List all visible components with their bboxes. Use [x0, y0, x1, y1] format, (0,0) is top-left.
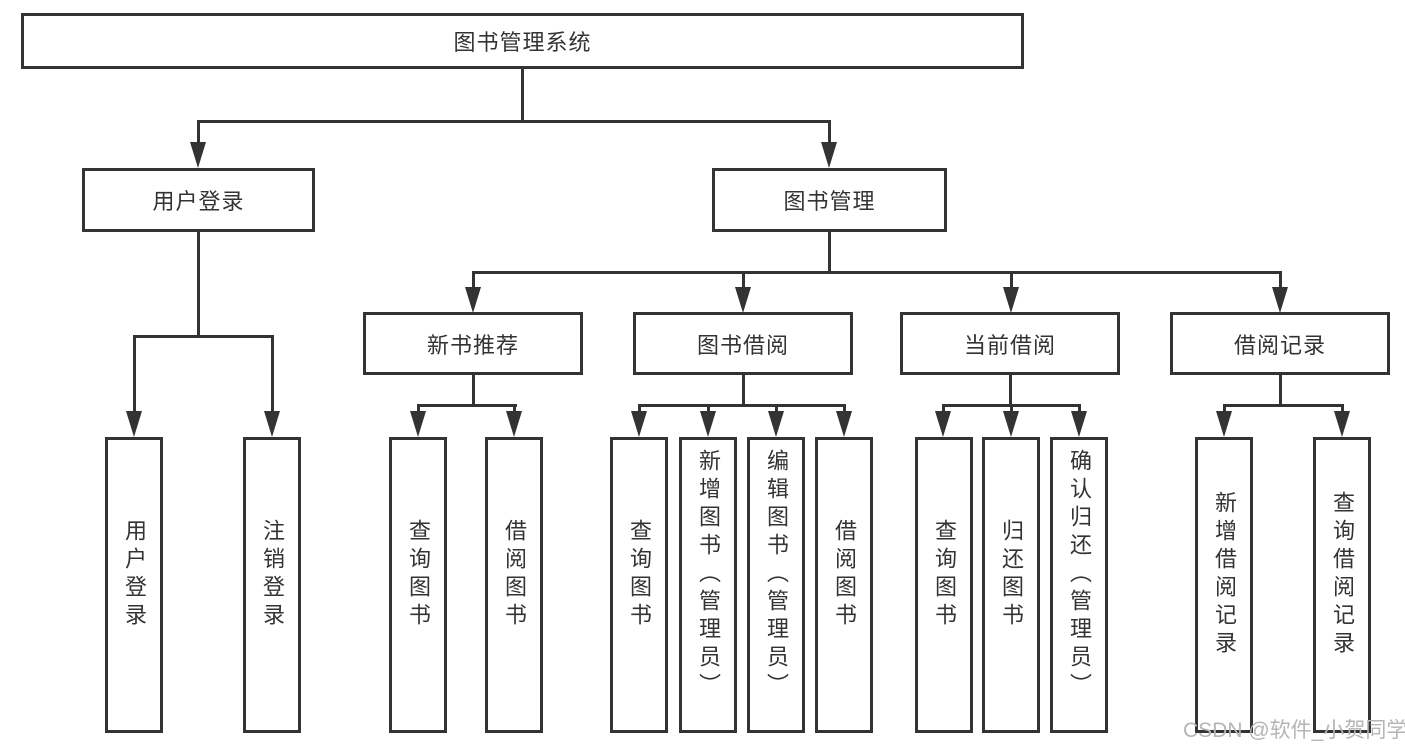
node-label: 注销登录	[260, 519, 285, 631]
node-label: 查询图书	[627, 519, 652, 631]
node-label: 借阅图书	[832, 519, 857, 631]
node-user-login-leaf: 用户登录	[105, 437, 163, 733]
arrow-down-icon	[1071, 411, 1087, 437]
node-current-query-books: 查询图书	[915, 437, 973, 733]
connector-user-login-split	[133, 335, 274, 338]
arrow-down-icon	[1334, 411, 1350, 437]
arrow-down-icon	[700, 411, 716, 437]
arrow-down-icon	[1003, 287, 1019, 313]
node-current-return-books: 归还图书	[982, 437, 1040, 733]
node-borrowing-add-books-admin: 新增图书（管理员）	[679, 437, 737, 733]
node-label: 用户登录	[122, 519, 147, 631]
node-logout-leaf: 注销登录	[243, 437, 301, 733]
node-recommend-query-books: 查询图书	[389, 437, 447, 733]
node-user-login-branch: 用户登录	[82, 168, 315, 232]
connector-to-logout-leaf	[271, 335, 274, 413]
node-records-query-borrow-record: 查询借阅记录	[1313, 437, 1371, 733]
node-label: 新增图书（管理员）	[696, 449, 721, 701]
arrow-down-icon	[465, 287, 481, 313]
connector-records-split	[1223, 404, 1344, 407]
arrow-down-icon	[768, 411, 784, 437]
connector-leaf-stem	[513, 404, 516, 414]
arrow-down-icon	[1216, 411, 1232, 437]
connector-leaf-stem	[638, 404, 641, 414]
connector-to-borrowing-records	[1279, 271, 1282, 291]
node-label: 归还图书	[999, 519, 1024, 631]
node-records-add-borrow-record: 新增借阅记录	[1195, 437, 1253, 733]
node-label: 借阅记录	[1233, 332, 1326, 358]
node-new-book-recommend: 新书推荐	[363, 312, 583, 375]
node-label: 确认归还（管理员）	[1067, 449, 1092, 701]
arrow-down-icon	[1272, 287, 1288, 313]
arrow-down-icon	[410, 411, 426, 437]
connector-leaf-stem	[417, 404, 420, 414]
arrow-down-icon	[190, 142, 206, 168]
connector-book-management-split	[472, 271, 1282, 274]
connector-current-stem	[1009, 375, 1012, 406]
node-current-confirm-return-admin: 确认归还（管理员）	[1050, 437, 1108, 733]
connector-records-stem	[1279, 375, 1282, 406]
node-book-borrowing: 图书借阅	[633, 312, 853, 375]
connector-recommend-split	[417, 404, 517, 407]
connector-to-user-login	[197, 120, 200, 144]
connector-user-login-stem	[197, 232, 200, 337]
connector-book-management-stem	[828, 232, 831, 273]
arrow-down-icon	[821, 142, 837, 168]
node-recommend-borrow-books: 借阅图书	[485, 437, 543, 733]
node-label: 查询图书	[932, 519, 957, 631]
arrow-down-icon	[264, 411, 280, 437]
node-label: 当前借阅	[963, 332, 1056, 358]
node-label: 新书推荐	[426, 332, 519, 358]
arrow-down-icon	[631, 411, 647, 437]
node-library-management-system: 图书管理系统	[21, 13, 1024, 69]
connector-leaf-stem	[942, 404, 945, 414]
connector-leaf-stem	[1341, 404, 1344, 414]
connector-to-book-borrowing	[742, 271, 745, 291]
node-label: 图书管理	[783, 189, 876, 214]
connector-to-new-book-recommend	[472, 271, 475, 291]
connector-root-stem	[521, 69, 524, 122]
arrow-down-icon	[836, 411, 852, 437]
connector-root-split	[197, 120, 831, 123]
arrow-down-icon	[1003, 411, 1019, 437]
arrow-down-icon	[935, 411, 951, 437]
arrow-down-icon	[126, 411, 142, 437]
node-borrowing-edit-books-admin: 编辑图书（管理员）	[747, 437, 805, 733]
node-label: 图书管理系统	[453, 30, 592, 55]
connector-leaf-stem	[1010, 404, 1013, 414]
arrow-down-icon	[735, 287, 751, 313]
node-label: 新增借阅记录	[1212, 491, 1237, 659]
node-label: 图书借阅	[696, 332, 789, 358]
connector-leaf-stem	[843, 404, 846, 414]
connector-leaf-stem	[1223, 404, 1226, 414]
node-borrowing-records: 借阅记录	[1170, 312, 1390, 375]
connector-to-book-management	[828, 120, 831, 144]
node-book-management-branch: 图书管理	[712, 168, 947, 232]
connector-borrowing-split	[638, 404, 846, 407]
node-current-borrowing: 当前借阅	[900, 312, 1120, 375]
connector-leaf-stem	[1078, 404, 1081, 414]
node-label: 查询借阅记录	[1330, 491, 1355, 659]
connector-leaf-stem	[775, 404, 778, 414]
connector-to-user-login-leaf	[133, 335, 136, 413]
connector-borrowing-stem	[742, 375, 745, 406]
connector-to-current-borrowing	[1010, 271, 1013, 291]
node-label: 借阅图书	[502, 519, 527, 631]
connector-recommend-stem	[472, 375, 475, 406]
node-label: 编辑图书（管理员）	[764, 449, 789, 701]
node-borrowing-borrow-books: 借阅图书	[815, 437, 873, 733]
arrow-down-icon	[506, 411, 522, 437]
csdn-watermark: CSDN @软件_小贺同学	[1183, 719, 1405, 742]
node-label: 用户登录	[152, 189, 245, 214]
node-label: 查询图书	[406, 519, 431, 631]
node-borrowing-query-books: 查询图书	[610, 437, 668, 733]
connector-leaf-stem	[707, 404, 710, 414]
